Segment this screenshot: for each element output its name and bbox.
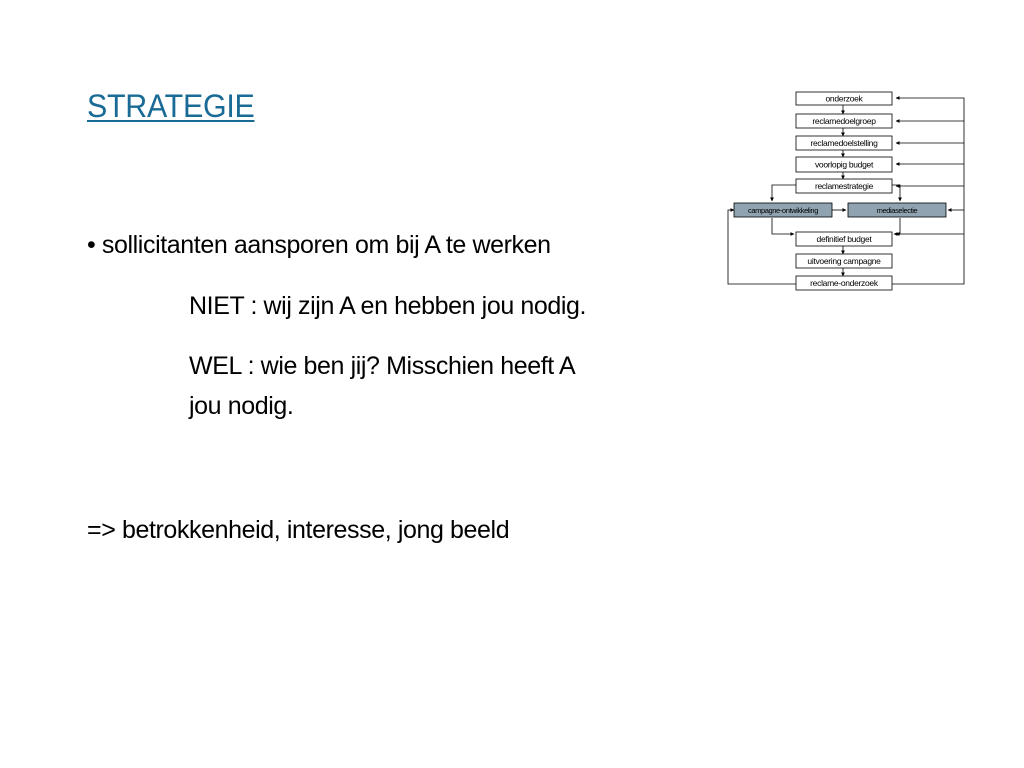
step-onderzoek: onderzoek xyxy=(795,91,893,106)
svg-text:reclamestrategie: reclamestrategie xyxy=(815,181,874,191)
step-campagne-ontwikkeling: campagne-ontwikkeling xyxy=(733,202,833,218)
step-reclamedoelstelling: reclamedoelstelling xyxy=(795,135,893,151)
step-definitief-budget: definitief budget xyxy=(795,231,893,247)
diagram-svg: onderzoek reclamedoelgroep reclamedoelst… xyxy=(727,91,965,291)
advertising-process-diagram: onderzoek reclamedoelgroep reclamedoelst… xyxy=(720,88,970,294)
svg-text:definitief budget: definitief budget xyxy=(817,234,873,244)
svg-text:reclamedoelgroep: reclamedoelgroep xyxy=(812,116,876,126)
svg-text:onderzoek: onderzoek xyxy=(826,94,864,104)
svg-text:voorlopig budget: voorlopig budget xyxy=(815,160,874,170)
step-uitvoering-campagne: uitvoering campagne xyxy=(795,253,893,269)
svg-text:mediaselectie: mediaselectie xyxy=(877,206,918,215)
svg-text:reclamedoelstelling: reclamedoelstelling xyxy=(810,138,878,148)
svg-text:uitvoering campagne: uitvoering campagne xyxy=(807,256,881,266)
step-mediaselectie: mediaselectie xyxy=(847,202,947,218)
svg-text:reclame-onderzoek: reclame-onderzoek xyxy=(810,278,879,288)
wel-text-line-1: WEL : wie ben jij? Misschien heeft A xyxy=(189,352,576,380)
svg-text:campagne-ontwikkeling: campagne-ontwikkeling xyxy=(748,206,818,215)
step-voorlopig-budget: voorlopig budget xyxy=(795,156,893,173)
step-reclame-onderzoek: reclame-onderzoek xyxy=(795,275,893,291)
bullet-text: • sollicitanten aansporen om bij A te we… xyxy=(87,231,551,259)
step-reclamedoelgroep: reclamedoelgroep xyxy=(795,113,893,129)
niet-text: NIET : wij zijn A en hebben jou nodig. xyxy=(189,292,587,320)
slide-title: STRATEGIE xyxy=(87,88,255,124)
wel-text-line-2: jou nodig. xyxy=(189,392,294,420)
flow-arrows xyxy=(727,96,965,285)
conclusion-text: => betrokkenheid, interesse, jong beeld xyxy=(87,516,510,544)
step-reclamestrategie: reclamestrategie xyxy=(795,178,893,194)
